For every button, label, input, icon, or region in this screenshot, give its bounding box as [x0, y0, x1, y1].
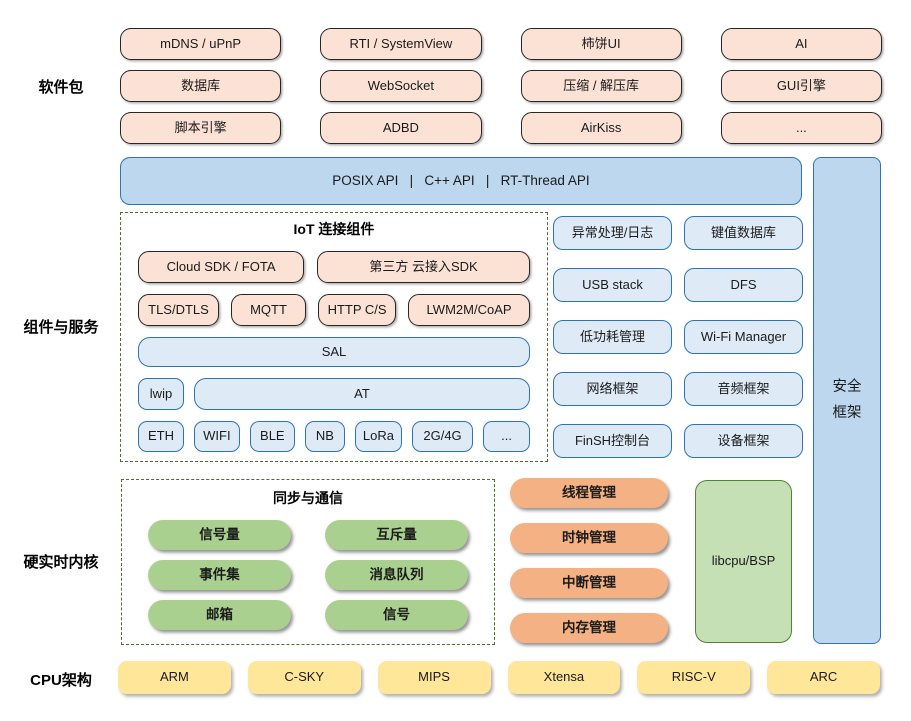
- service-component-box: 设备框架: [684, 424, 803, 458]
- service-component-box: 键值数据库: [684, 216, 803, 250]
- kernel-ipc-box: 互斥量: [325, 520, 468, 550]
- kernel-management-box: 线程管理: [510, 478, 668, 508]
- sync-ipc-group: 同步与通信 信号量 互斥量 事件集 消息队列 邮箱 信号: [121, 479, 495, 645]
- sal-box: SAL: [138, 337, 530, 367]
- cpu-arch-box: RISC-V: [637, 661, 751, 694]
- software-package-box: GUI引擎: [720, 70, 882, 102]
- iot-net-row: lwip AT: [138, 378, 530, 410]
- service-component-box: FinSH控制台: [553, 424, 672, 458]
- cpu-arch-box: MIPS: [377, 661, 491, 694]
- kernel-management-box: 中断管理: [510, 568, 668, 598]
- kernel-ipc-box: 信号: [325, 600, 468, 630]
- iot-protocol-box: LWM2M/CoAP: [408, 294, 530, 326]
- software-package-box: 脚本引擎: [120, 112, 282, 144]
- software-package-box: 压缩 / 解压库: [520, 70, 682, 102]
- security-framework-bar: 安全 框架: [813, 157, 881, 644]
- service-components-grid: 异常处理/日志 键值数据库 USB stack DFS 低功耗管理 Wi-Fi …: [553, 216, 803, 458]
- libcpu-bsp-box: libcpu/BSP: [695, 480, 792, 643]
- service-component-box: DFS: [684, 268, 803, 302]
- kernel-ipc-box: 事件集: [148, 560, 291, 590]
- software-package-box: ADBD: [320, 112, 482, 144]
- service-component-box: Wi-Fi Manager: [684, 320, 803, 354]
- link-layer-box: 2G/4G: [411, 421, 474, 452]
- kernel-management-box: 时钟管理: [510, 523, 668, 553]
- iot-cloud-sdk-box: Cloud SDK / FOTA: [138, 251, 305, 283]
- link-layer-box: ETH: [138, 421, 184, 452]
- iot-link-row: ETH WIFI BLE NB LoRa 2G/4G ...: [138, 421, 530, 452]
- link-layer-box: WIFI: [193, 421, 240, 452]
- software-package-box: 柿饼UI: [520, 28, 682, 60]
- software-package-box: 数据库: [120, 70, 282, 102]
- cpu-architecture-row: ARM C-SKY MIPS Xtensa RISC-V ARC: [118, 661, 880, 694]
- cpu-arch-box: ARC: [767, 661, 880, 694]
- software-package-box: AirKiss: [520, 112, 682, 144]
- software-package-box: WebSocket: [320, 70, 482, 102]
- iot-protocol-box: HTTP C/S: [318, 294, 397, 326]
- link-layer-box: ...: [483, 421, 530, 452]
- service-component-box: 低功耗管理: [553, 320, 672, 354]
- service-component-box: 音频框架: [684, 372, 803, 406]
- link-layer-box: LoRa: [355, 421, 402, 452]
- link-layer-box: NB: [304, 421, 346, 452]
- service-component-box: 异常处理/日志: [553, 216, 672, 250]
- iot-third-party-sdk-box: 第三方 云接入SDK: [317, 251, 530, 283]
- software-package-box: mDNS / uPnP: [120, 28, 282, 60]
- sync-ipc-title: 同步与通信: [273, 490, 343, 506]
- cpu-arch-box: C-SKY: [247, 661, 361, 694]
- iot-protocol-box: TLS/DTLS: [138, 294, 219, 326]
- section-label-components-services: 组件与服务: [23, 319, 99, 336]
- kernel-ipc-box: 信号量: [148, 520, 291, 550]
- kernel-ipc-box: 邮箱: [148, 600, 291, 630]
- cpu-arch-box: ARM: [118, 661, 231, 694]
- service-component-box: 网络框架: [553, 372, 672, 406]
- kernel-management-box: 内存管理: [510, 613, 668, 643]
- iot-components-title: IoT 连接组件: [293, 221, 375, 237]
- software-package-box: RTI / SystemView: [320, 28, 482, 60]
- lwip-box: lwip: [138, 378, 184, 410]
- link-layer-box: BLE: [249, 421, 295, 452]
- iot-components-group: IoT 连接组件 Cloud SDK / FOTA 第三方 云接入SDK TLS…: [120, 212, 548, 462]
- at-box: AT: [194, 378, 530, 410]
- cpu-arch-box: Xtensa: [507, 661, 621, 694]
- iot-cloud-row: Cloud SDK / FOTA 第三方 云接入SDK: [138, 251, 530, 283]
- sync-ipc-grid: 信号量 互斥量 事件集 消息队列 邮箱 信号: [148, 520, 468, 630]
- api-layer-bar: POSIX API | C++ API | RT-Thread API: [120, 157, 802, 205]
- software-package-box: ...: [720, 112, 882, 144]
- service-component-box: USB stack: [553, 268, 672, 302]
- section-label-realtime-kernel: 硬实时内核: [23, 554, 99, 571]
- iot-protocol-row: TLS/DTLS MQTT HTTP C/S LWM2M/CoAP: [138, 294, 530, 326]
- kernel-management-column: 线程管理 时钟管理 中断管理 内存管理: [510, 478, 668, 643]
- software-packages-grid: mDNS / uPnP RTI / SystemView 柿饼UI AI 数据库…: [120, 28, 882, 144]
- kernel-ipc-box: 消息队列: [325, 560, 468, 590]
- software-package-box: AI: [720, 28, 882, 60]
- section-label-software-packages: 软件包: [38, 79, 84, 96]
- iot-protocol-box: MQTT: [230, 294, 307, 326]
- section-label-cpu-architecture: CPU架构: [30, 672, 92, 689]
